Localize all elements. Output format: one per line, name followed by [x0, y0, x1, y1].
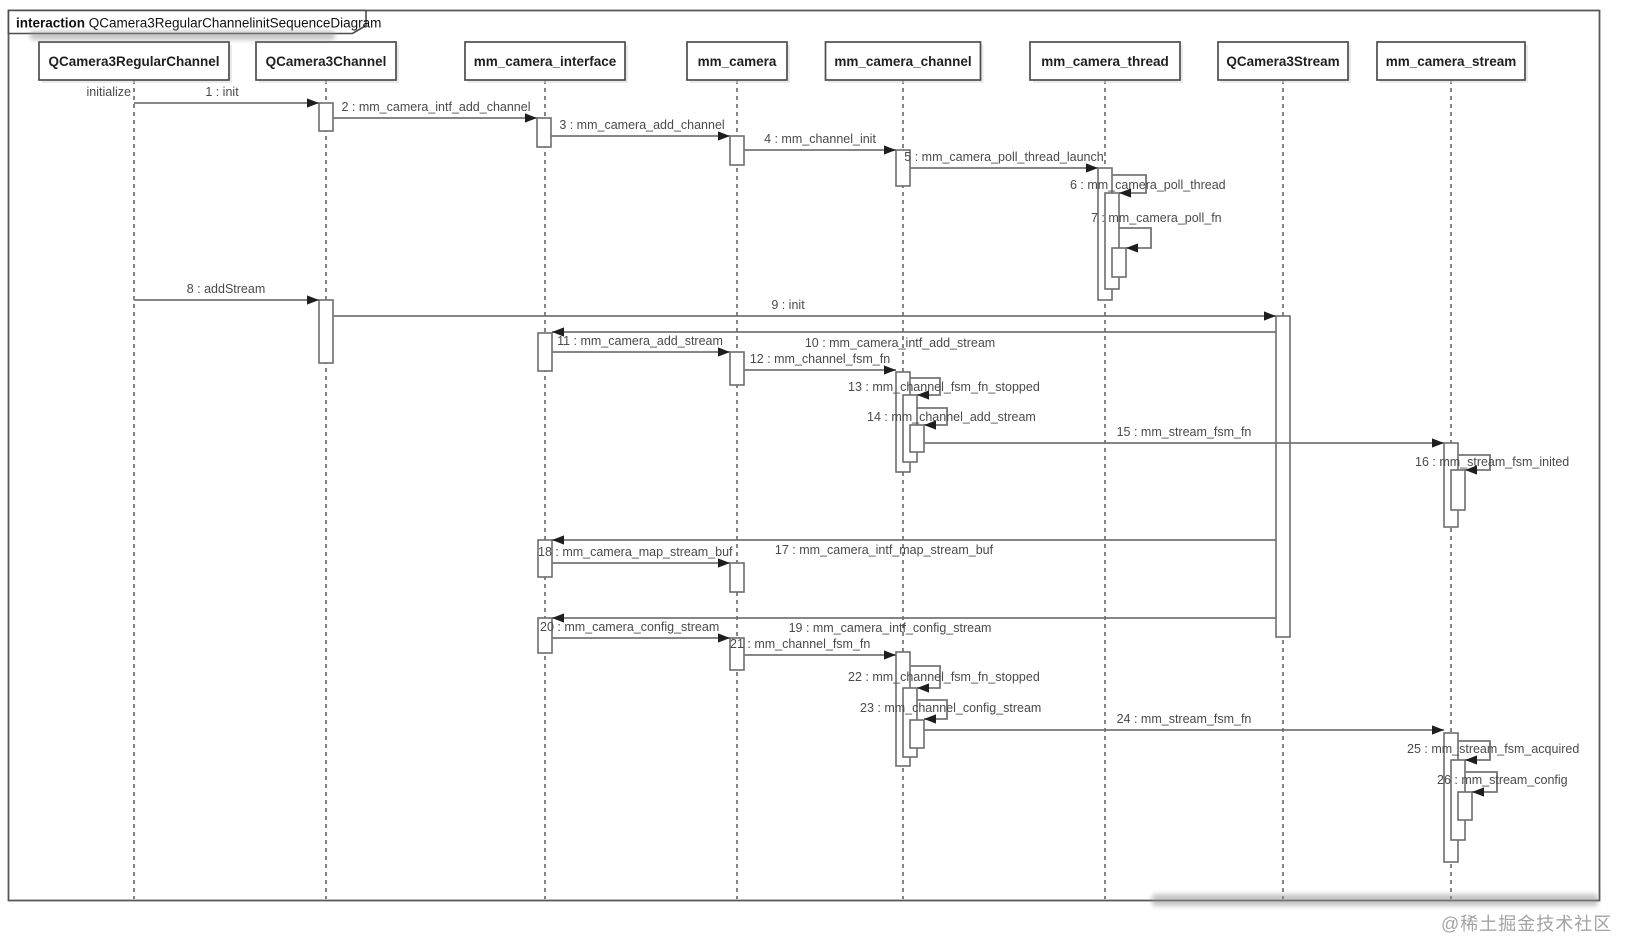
message-10-arrowhead	[552, 327, 564, 337]
message-7-arrowhead	[1126, 243, 1138, 253]
activation-bar	[729, 562, 745, 593]
message-26-arrowhead	[1472, 787, 1484, 797]
message-1-arrowhead	[307, 98, 319, 108]
diagram-title-keyword: interaction	[16, 16, 85, 31]
diagram-title: interaction QCamera3RegularChannelinitSe…	[16, 16, 381, 31]
activation-bar	[909, 424, 925, 453]
message-4-label: 4 : mm_channel_init	[764, 132, 876, 146]
message-24-arrowhead	[1432, 725, 1444, 735]
message-25-self-line	[1458, 740, 1491, 761]
activation-bar	[909, 719, 925, 749]
message-20-label: 20 : mm_camera_config_stream	[540, 620, 719, 634]
message-16-self-line	[1458, 454, 1491, 471]
watermark-blur-1	[30, 31, 335, 40]
activation-bar	[729, 351, 745, 386]
message-23-arrowhead	[924, 714, 936, 724]
participant-box-mm_camera_thread	[1029, 41, 1181, 81]
message-10-label: 10 : mm_camera_intf_add_stream	[805, 336, 995, 350]
message-14-label: 14 : mm_channel_add_stream	[867, 410, 1036, 424]
message-11-label: 11 : mm_camera_add_stream	[557, 334, 723, 348]
participant-label-QCamera3Stream: QCamera3Stream	[1226, 54, 1339, 69]
message-13-label: 13 : mm_channel_fsm_fn_stopped	[848, 380, 1040, 394]
message-8-arrowhead	[307, 295, 319, 305]
message-7-self-line	[1119, 227, 1152, 249]
message-14-arrowhead	[924, 420, 936, 430]
found-message-label: initialize	[87, 85, 132, 99]
activation-bar	[318, 299, 334, 364]
message-5-label: 5 : mm_camera_poll_thread_launch	[904, 150, 1103, 164]
message-9-arrowhead	[1264, 311, 1276, 321]
message-6-self-line	[1112, 174, 1147, 194]
message-12-label: 12 : mm_channel_fsm_fn	[750, 352, 890, 366]
activation-bar	[536, 117, 552, 148]
activation-bar	[729, 135, 745, 166]
message-18-label: 18 : mm_camera_map_stream_buf	[538, 545, 733, 559]
participant-label-mm_camera_thread: mm_camera_thread	[1041, 54, 1169, 69]
activation-bar	[537, 332, 553, 372]
message-25-label: 25 : mm_stream_fsm_acquired	[1407, 742, 1579, 756]
message-6-arrowhead	[1119, 188, 1131, 198]
message-6-label: 6 : mm_camera_poll_thread	[1070, 178, 1226, 192]
watermark-credit: @稀土掘金技术社区	[1441, 914, 1613, 934]
message-23-label: 23 : mm_channel_config_stream	[860, 701, 1041, 715]
message-3-label: 3 : mm_camera_add_channel	[559, 118, 724, 132]
participant-label-mm_camera_interface: mm_camera_interface	[474, 54, 617, 69]
message-2-arrowhead	[525, 113, 537, 123]
participant-box-mm_camera	[686, 41, 788, 81]
message-8-label: 8 : addStream	[187, 282, 266, 296]
message-12-arrowhead	[884, 365, 896, 375]
participant-box-QCamera3RegularChannel	[38, 41, 230, 81]
activation-bar	[1450, 469, 1466, 511]
activation-bar	[729, 637, 745, 671]
message-1-label: 1 : init	[205, 85, 239, 99]
activation-bar	[1457, 791, 1473, 821]
message-20-arrowhead	[718, 633, 730, 643]
message-26-self-line	[1465, 771, 1498, 793]
message-3-arrowhead	[718, 131, 730, 141]
participant-label-mm_camera_channel: mm_camera_channel	[834, 54, 971, 69]
message-4-arrowhead	[884, 145, 896, 155]
activation-bar	[537, 617, 553, 654]
watermark-blur-2	[1152, 894, 1598, 906]
frame-title-tab	[7, 9, 367, 35]
participant-box-QCamera3Channel	[255, 41, 397, 81]
activation-bar	[1111, 247, 1127, 278]
message-21-arrowhead	[884, 650, 896, 660]
message-21-label: 21 : mm_channel_fsm_fn	[730, 637, 870, 651]
message-25-arrowhead	[1465, 755, 1477, 765]
message-17-arrowhead	[552, 535, 564, 545]
participant-box-QCamera3Stream	[1217, 41, 1349, 81]
message-19-label: 19 : mm_camera_intf_config_stream	[789, 621, 992, 635]
activation-bar	[318, 102, 334, 132]
message-18-arrowhead	[718, 558, 730, 568]
participant-label-QCamera3RegularChannel: QCamera3RegularChannel	[48, 54, 219, 69]
participant-label-QCamera3Channel: QCamera3Channel	[266, 54, 387, 69]
message-19-arrowhead	[552, 613, 564, 623]
activation-bar	[1275, 315, 1291, 638]
message-5-arrowhead	[1086, 163, 1098, 173]
message-2-label: 2 : mm_camera_intf_add_channel	[341, 100, 530, 114]
participant-box-mm_camera_interface	[464, 41, 626, 81]
message-15-label: 15 : mm_stream_fsm_fn	[1117, 425, 1252, 439]
message-9-label: 9 : init	[771, 298, 805, 312]
participant-label-mm_camera_stream: mm_camera_stream	[1386, 54, 1517, 69]
message-16-arrowhead	[1465, 465, 1477, 475]
frame-border	[7, 9, 1601, 902]
message-13-arrowhead	[917, 390, 929, 400]
participant-label-mm_camera: mm_camera	[698, 54, 777, 69]
message-24-label: 24 : mm_stream_fsm_fn	[1117, 712, 1252, 726]
participant-box-mm_camera_channel	[824, 41, 982, 81]
message-11-arrowhead	[718, 347, 730, 357]
activation-bar	[537, 539, 553, 578]
message-22-label: 22 : mm_channel_fsm_fn_stopped	[848, 670, 1040, 684]
message-16-label: 16 : mm_stream_fsm_inited	[1415, 455, 1569, 469]
message-26-label: 26 : mm_stream_config	[1437, 773, 1568, 787]
participant-box-mm_camera_stream	[1376, 41, 1526, 81]
message-7-label: 7 : mm_camera_poll_fn	[1091, 211, 1222, 225]
message-22-arrowhead	[917, 683, 929, 693]
message-17-label: 17 : mm_camera_intf_map_stream_buf	[775, 543, 994, 557]
diagram-title-name: QCamera3RegularChannelinitSequenceDiagra…	[85, 16, 381, 31]
message-15-arrowhead	[1432, 438, 1444, 448]
